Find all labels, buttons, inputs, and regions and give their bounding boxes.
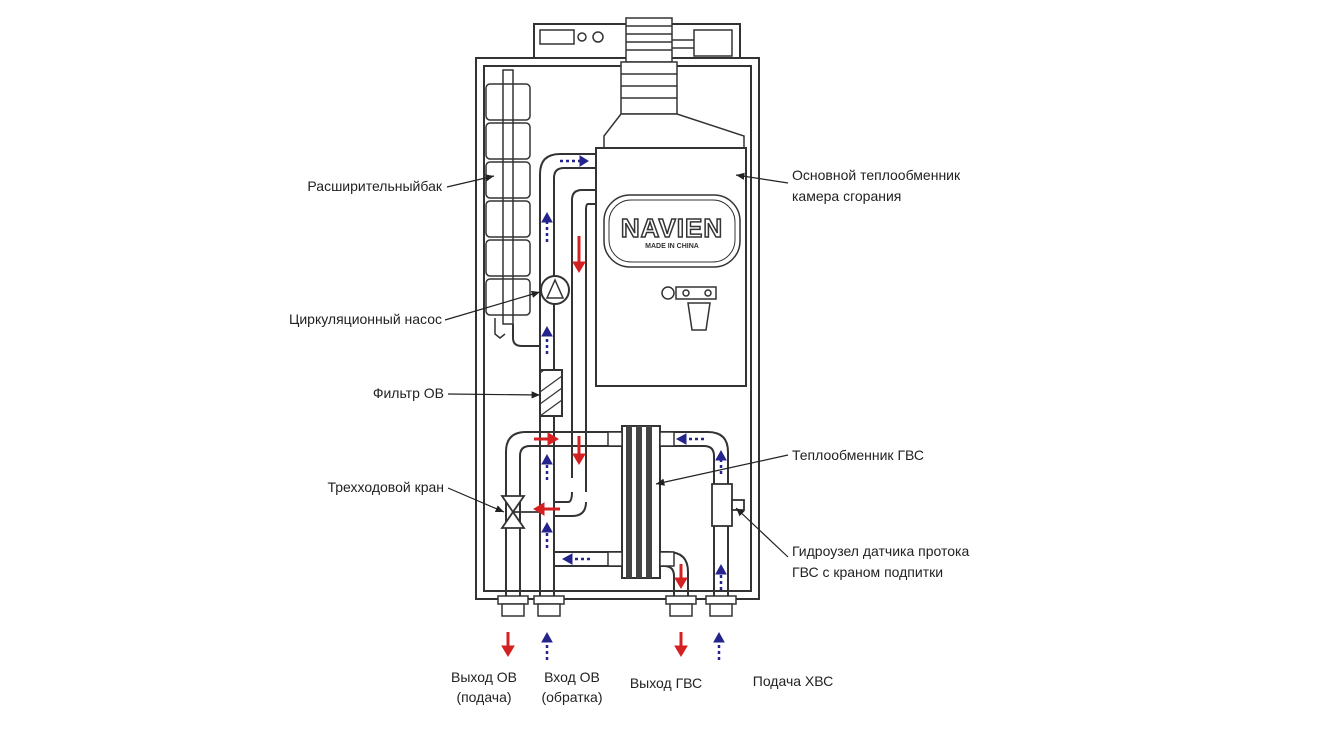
cold-arrow-riser-up-1 [541, 211, 553, 242]
connection-heating-out-line1: Выход ОВ [450, 669, 517, 685]
leader-lines [444, 172, 789, 558]
circulation-pump [540, 275, 570, 305]
connection-cold-water-in-line1: Подача ХВС [752, 673, 834, 689]
cold-arrow-riser-up-4 [541, 521, 553, 548]
expansion-tank [485, 69, 531, 339]
connection-heating-return-line1: Вход ОВ [544, 669, 600, 685]
hot-arrow-valve-left [533, 502, 560, 516]
leader-main-heat-exchanger [735, 172, 789, 184]
cold-arrow-dhw-up-2 [715, 563, 727, 590]
cold-arrow-dhw-in-left [675, 433, 704, 445]
main-heat-exchanger [595, 147, 747, 387]
cold-arrow-dhw-up-1 [715, 449, 727, 474]
label-main-heat-exchanger-line2: камера сгорания [792, 188, 902, 204]
bottom-fittings [497, 595, 737, 617]
connection-dhw-out: Выход ГВС [616, 675, 716, 692]
label-main-heat-exchanger: Основной теплообменник камера сгорания [792, 167, 960, 205]
connection-heating-return: Вход ОВ (обратка) [524, 669, 620, 706]
leader-circulation-pump [444, 290, 541, 321]
hot-flow-arrows [501, 236, 688, 657]
dhw-plate-heat-exchanger [607, 425, 675, 579]
cold-arrow-return-left [561, 553, 590, 565]
label-flow-sensor-line2: ГВС с краном подпитки [792, 564, 944, 580]
label-flow-sensor-line1: Гидроузел датчика протока [792, 543, 970, 559]
heating-circuit-pipes [505, 153, 622, 596]
top-panel-details [539, 29, 604, 45]
three-way-valve [500, 495, 540, 529]
hot-arrow-heating-out [501, 632, 515, 657]
connection-heating-out-line2: (подача) [456, 689, 512, 705]
flow-sensor-block [711, 483, 745, 527]
cold-arrow-cold-water-in [713, 631, 725, 660]
cold-arrow-return-in [541, 631, 553, 660]
hot-arrow-dhw-out-2 [674, 632, 688, 657]
brand-made-in: MADE IN CHINA [645, 243, 699, 250]
connection-heating-return-line2: (обратка) [541, 689, 603, 705]
flue-pipe [603, 17, 745, 153]
connection-cold-water-in: Подача ХВС [738, 673, 848, 690]
connection-heating-out: Выход ОВ (подача) [436, 669, 532, 706]
label-dhw-heat-exchanger: Теплообменник ГВС [792, 447, 925, 463]
leader-heating-filter [447, 391, 541, 399]
cold-flow-arrows [541, 155, 727, 660]
brand-logo: NAVIEN [620, 212, 724, 244]
connection-dhw-out-line1: Выход ГВС [629, 675, 703, 691]
hot-arrow-dhw-out [674, 564, 688, 589]
cold-arrow-top-right [560, 155, 589, 167]
hot-arrow-loop-right [534, 432, 559, 446]
label-three-way-valve: Трехходовой кран [327, 479, 444, 495]
hot-arrow-supply-down [572, 236, 586, 273]
label-heating-filter: Фильтр ОВ [372, 385, 444, 401]
leader-dhw-heat-exchanger [655, 454, 789, 486]
leader-flow-sensor [735, 507, 789, 558]
heating-filter [539, 369, 563, 417]
control-knobs [661, 286, 717, 331]
leader-three-way-valve [447, 487, 505, 513]
hot-arrow-supply-down-2 [572, 436, 586, 465]
label-expansion-tank: Расширительныйбак [307, 178, 442, 194]
label-flow-sensor: Гидроузел датчика протока ГВС с краном п… [792, 543, 969, 581]
label-main-heat-exchanger-line1: Основной теплообменник [792, 167, 961, 183]
label-circulation-pump: Циркуляционный насос [288, 311, 442, 327]
cold-arrow-riser-up-3 [541, 453, 553, 480]
leader-expansion-tank [446, 174, 495, 188]
cold-arrow-riser-up-2 [541, 325, 553, 354]
